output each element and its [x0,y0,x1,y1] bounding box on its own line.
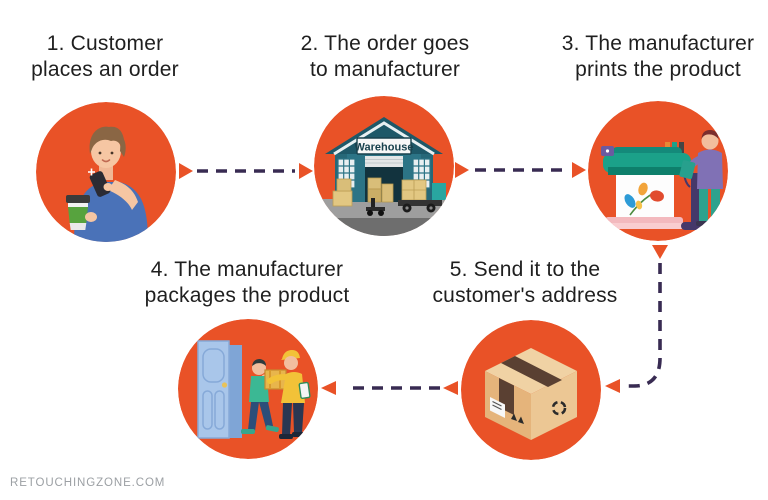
step-3-heading-line1: 3. The manufacturer [561,32,755,55]
cardboard-box [485,348,577,440]
step-3-illustration-printer [588,101,728,241]
step-5-illustration-shipping-box [461,320,601,460]
arrow-2-3-head-end [572,162,586,178]
arrow-5-4-head-start [443,381,458,395]
customer-figure [241,359,286,434]
step-3-heading: 3. The manufacturer prints the product [542,31,768,83]
arrow-3-5-head-end [605,379,620,393]
arrow-1-2-head-end [299,163,313,179]
step-3-heading-line2: prints the product [575,58,741,81]
watermark: RETOUCHINGZONE.COM [10,477,166,489]
arrow-3-5-head-down [652,245,668,259]
smartphone [89,171,111,197]
step-4-illustration-delivery-at-door [178,319,318,459]
step-2-heading: 2. The order goes to manufacturer [277,31,493,83]
warehouse-sign: Warehouse [355,137,414,155]
step-1-illustration-customer-with-phone [36,102,176,242]
step-1-heading-line1: 1. Customer [46,32,164,55]
step-4-heading: 4. The manufacturer packages the product [134,257,360,309]
arrow-1-2-head-start [179,163,193,179]
step-2-illustration-warehouse: Warehouse [314,96,454,236]
floral-print [624,182,664,216]
arrow-5-4-head-end [321,381,336,395]
blue-door [197,340,242,439]
step-4-heading-line1: 4. The manufacturer [150,258,344,281]
step-1-heading: 1. Customer places an order [5,31,205,83]
coffee-cup [66,195,90,230]
step-5-heading: 5. Send it to the customer's address [413,257,637,309]
warehouse-sign-text: Warehouse [355,142,414,154]
step-5-heading-line2: customer's address [432,284,618,307]
arrow-2-3-head-start [455,162,469,178]
step-2-heading-line1: 2. The order goes [300,32,470,55]
step-4-heading-line2: packages the product [144,284,350,307]
step-5-heading-line1: 5. Send it to the [449,258,601,281]
step-2-heading-line2: to manufacturer [309,58,461,81]
step-1-heading-line2: places an order [31,58,179,81]
